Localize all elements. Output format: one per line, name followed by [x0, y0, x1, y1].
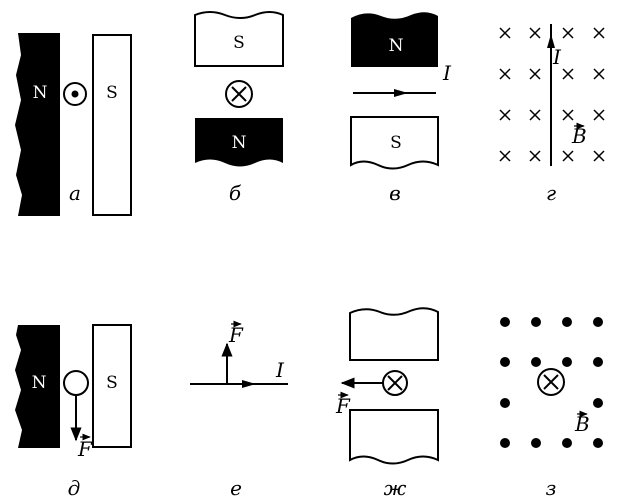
north-pole-label: N: [389, 36, 404, 56]
force-label: F: [335, 394, 351, 418]
dot-symbol: [71, 90, 79, 98]
south-pole-label: S: [106, 373, 118, 393]
field-label: B: [571, 124, 587, 148]
panel-e-caption: е: [230, 476, 242, 500]
panel-g-caption: г: [546, 181, 556, 205]
north-pole-magnet: [195, 118, 283, 167]
conductor: [63, 370, 89, 396]
current-label: I: [552, 45, 562, 69]
panel-zh: F ж: [335, 307, 439, 500]
panel-e: I F е: [190, 320, 288, 500]
south-pole-label: S: [390, 133, 402, 153]
south-pole-label: S: [106, 83, 118, 103]
force-label: F: [77, 437, 93, 461]
south-pole-magnet: [350, 116, 439, 170]
panel-a: N S а: [15, 33, 132, 216]
cross-symbol: [543, 374, 559, 390]
north-pole-magnet: [15, 325, 60, 448]
field-dots: [500, 317, 603, 448]
panel-d: N S F д: [15, 324, 132, 500]
force-label: F: [228, 323, 244, 347]
south-pole-magnet: [92, 324, 132, 448]
panel-z-caption: з: [546, 476, 557, 500]
north-pole-magnet: [351, 12, 438, 67]
north-pole-magnet: [15, 33, 60, 216]
panel-d-caption: д: [68, 476, 81, 500]
panel-b: S N б: [194, 11, 284, 205]
panel-v-caption: в: [389, 181, 401, 205]
current-arrowhead: [394, 89, 408, 97]
panel-g: I B г: [499, 24, 605, 205]
panel-v: N I S в: [350, 12, 452, 205]
north-pole-label: N: [232, 133, 247, 153]
south-pole-magnet: [194, 11, 284, 67]
field-crosses: [499, 27, 605, 162]
panel-zh-caption: ж: [384, 476, 407, 500]
cross-symbol: [387, 375, 403, 391]
panel-a-caption: а: [69, 181, 81, 205]
current-arrowhead: [547, 34, 555, 48]
current-arrowhead: [242, 380, 256, 388]
current-label: I: [442, 61, 452, 85]
south-pole-label: S: [233, 33, 245, 53]
panel-b-caption: б: [229, 181, 242, 205]
field-label: B: [574, 412, 590, 436]
north-pole-label: N: [32, 373, 47, 393]
top-magnet: [349, 307, 439, 361]
bottom-magnet: [349, 409, 439, 465]
cross-symbol: [231, 86, 247, 102]
current-label: I: [275, 358, 285, 382]
north-pole-label: N: [33, 83, 48, 103]
panel-z: B з: [500, 317, 603, 500]
south-pole-magnet: [92, 34, 132, 216]
